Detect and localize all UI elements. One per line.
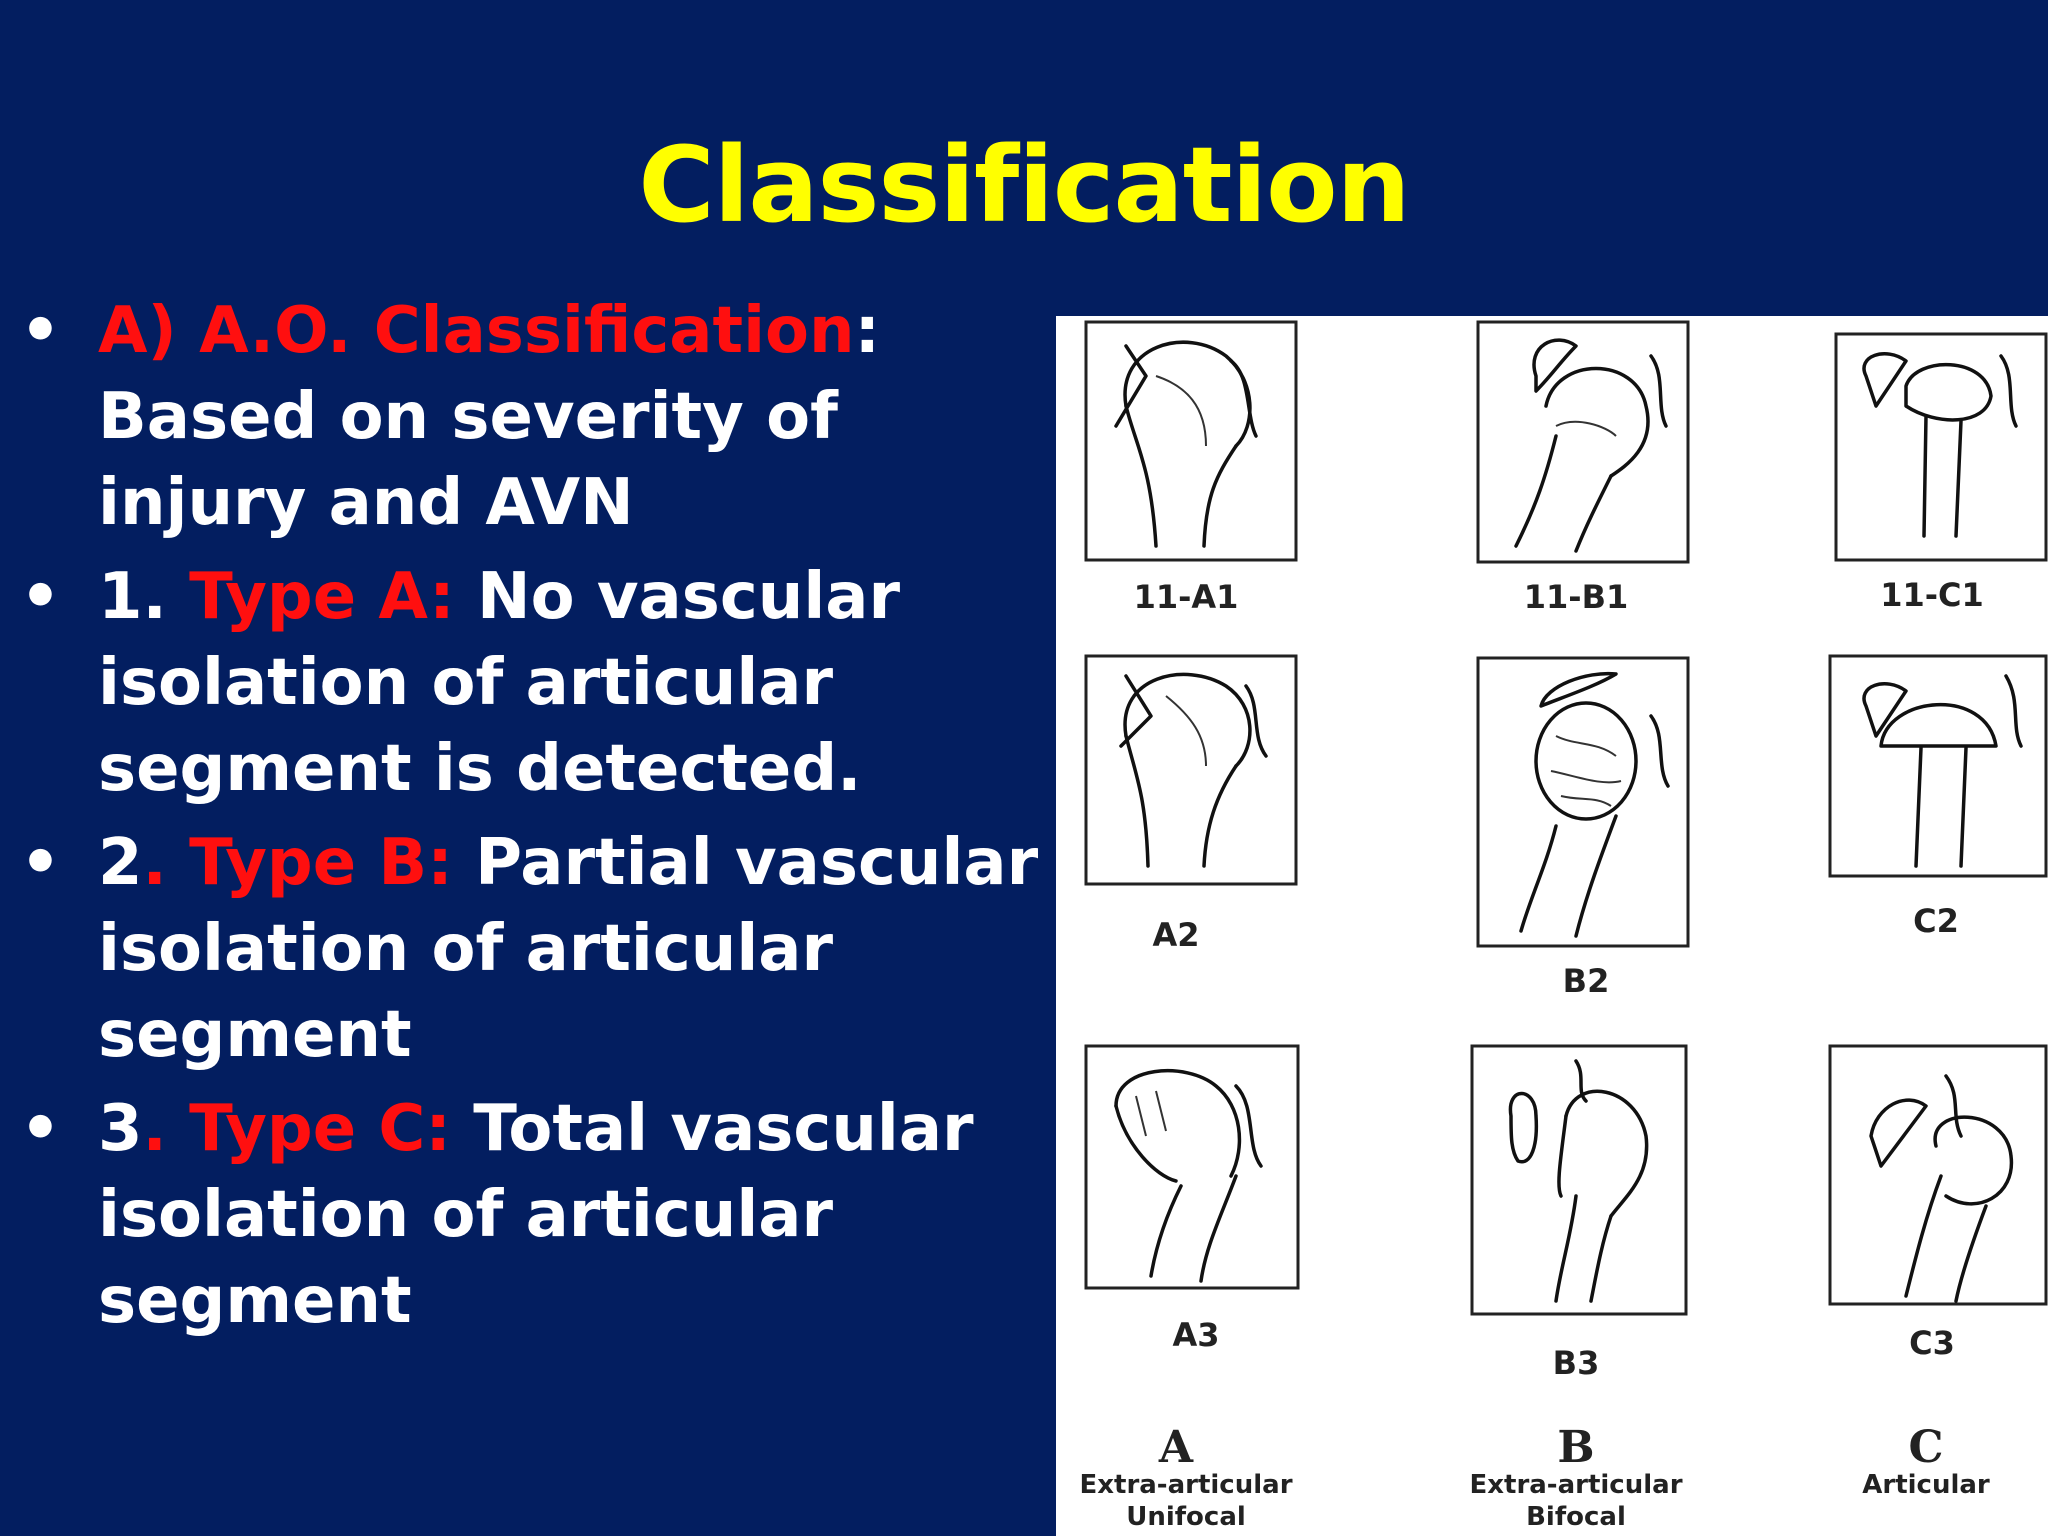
bullet-type-a: • 1. Type A: No vascular isolation of ar…: [20, 554, 1040, 812]
bullet-prefix: 2: [98, 826, 143, 900]
ao-classification-figure: 11-A1 11-B1 11-C1 A2 B2 C2 A3 B3 C3 A Ex…: [1056, 316, 2048, 1536]
humerus-sketch-b1: [1514, 338, 1668, 553]
humerus-sketch-b3: [1508, 1059, 1649, 1303]
label-a3: A3: [1172, 1316, 1220, 1354]
bullet-prefix: 1.: [98, 560, 190, 634]
label-11-b1: 11-B1: [1523, 578, 1629, 616]
group-letter-c: C: [1908, 1422, 1944, 1473]
humerus-sketch-c2: [1862, 674, 2023, 868]
panel-b3: [1470, 1044, 1688, 1316]
bullet-dot: •: [20, 826, 61, 900]
panel-c3: [1828, 1044, 2048, 1306]
panel-11-a1: [1084, 320, 1298, 562]
panel-b2: [1476, 656, 1690, 948]
humerus-sketch-c1: [1862, 352, 2018, 538]
bullet-list: • A) A.O. Classification: Based on sever…: [20, 288, 1040, 1352]
group-desc-c-line1: Articular: [1862, 1470, 1990, 1500]
label-a2: A2: [1152, 916, 1200, 954]
fracture-diagram: [1084, 320, 2048, 1316]
bullet-ao-classification: • A) A.O. Classification: Based on sever…: [20, 288, 1040, 546]
bullet-text: Partial vascular isolation of articular …: [98, 826, 1039, 1072]
label-c3: C3: [1909, 1324, 1955, 1362]
humerus-sketch-c3: [1869, 1074, 2014, 1303]
humerus-sketch-a1: [1114, 340, 1258, 548]
panel-11-c1: [1834, 332, 2048, 562]
bullet-text: Total vascular isolation of articular se…: [98, 1092, 974, 1338]
panel-a2: [1084, 654, 1298, 886]
label-11-c1: 11-C1: [1880, 576, 1984, 614]
bullet-text: Based on severity of injury and AVN: [98, 380, 838, 540]
group-letter-a: A: [1158, 1422, 1194, 1473]
group-desc-b-line1: Extra-articular: [1469, 1470, 1683, 1500]
bullet-prefix: 3: [98, 1092, 143, 1166]
humerus-sketch-a3: [1114, 1069, 1263, 1283]
label-b2: B2: [1562, 962, 1610, 1000]
bullet-highlight: A) A.O. Classification: [98, 294, 855, 368]
group-letter-b: B: [1557, 1422, 1595, 1473]
bullet-highlight: . Type C:: [142, 1092, 451, 1166]
bullet-type-c: • 3. Type C: Total vascular isolation of…: [20, 1086, 1040, 1344]
bullet-highlight: Type A:: [189, 560, 455, 634]
panel-c2: [1828, 654, 2048, 878]
humerus-sketch-b2: [1519, 671, 1670, 938]
humerus-sketch-a2: [1119, 672, 1268, 868]
label-11-a1: 11-A1: [1133, 578, 1239, 616]
panel-a3: [1084, 1044, 1300, 1290]
group-desc-a-line1: Extra-articular: [1079, 1470, 1293, 1500]
bullet-dot: •: [20, 560, 61, 634]
bullet-dot: •: [20, 1092, 61, 1166]
slide-title: Classification: [638, 124, 1410, 246]
bullet-highlight: . Type B:: [142, 826, 453, 900]
bullet-type-b: • 2. Type B: Partial vascular isolation …: [20, 820, 1040, 1078]
bullet-separator: :: [854, 294, 881, 368]
panel-11-b1: [1476, 320, 1690, 564]
bullet-dot: •: [20, 294, 61, 368]
group-desc-b-line2: Bifocal: [1526, 1502, 1626, 1532]
label-b3: B3: [1552, 1344, 1600, 1382]
bullet-text: No vascular isolation of articular segme…: [98, 560, 900, 806]
label-c2: C2: [1913, 902, 1959, 940]
group-desc-a-line2: Unifocal: [1126, 1502, 1246, 1532]
